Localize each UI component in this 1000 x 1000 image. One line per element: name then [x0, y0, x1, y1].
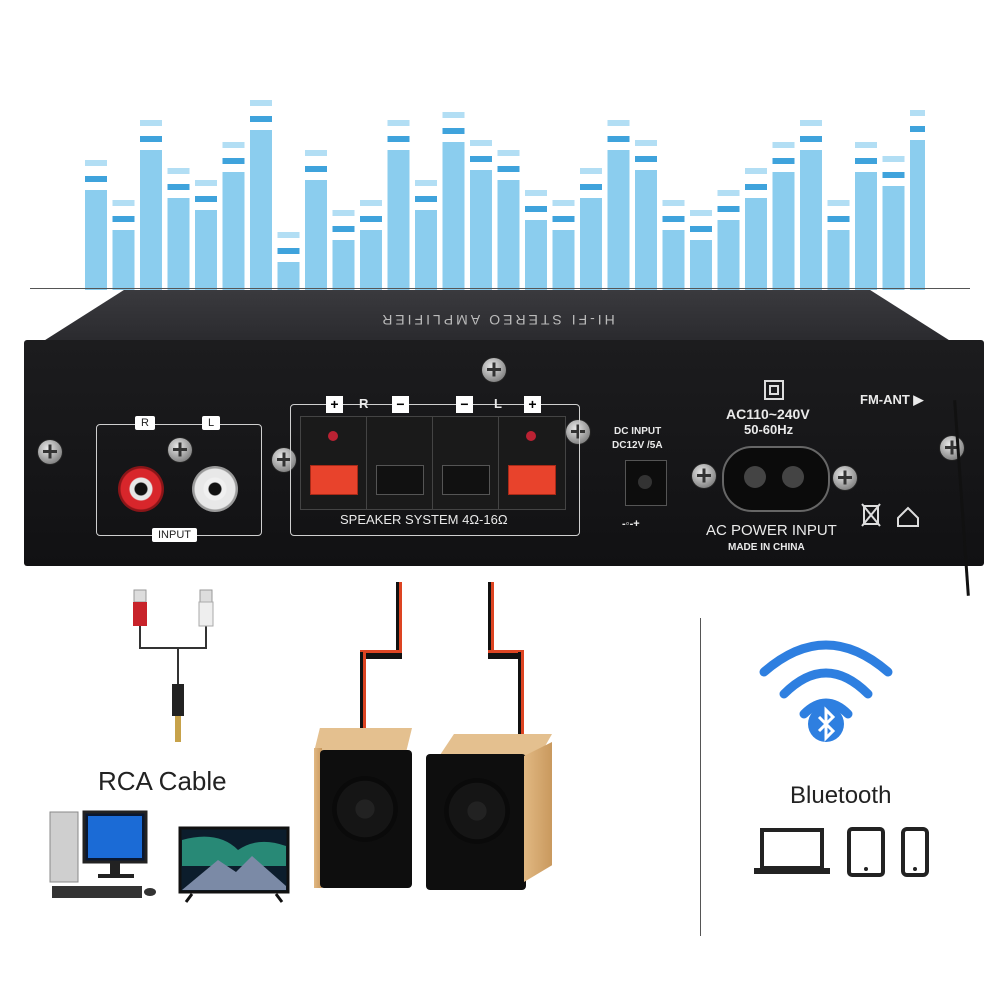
input-l-tag: L — [202, 416, 221, 430]
screw-icon — [272, 448, 296, 472]
screw-icon — [168, 438, 192, 462]
minus-icon: − — [456, 396, 473, 413]
speaker-r-label: R — [359, 396, 369, 411]
minus-icon: − — [392, 396, 409, 413]
rca-cable-label: RCA Cable — [98, 766, 227, 796]
speaker-l-label: L — [494, 396, 502, 411]
amplifier-top-panel: HI-FI STEREO AMPLIFIER — [42, 290, 952, 342]
dc-input-spec: DC12V /5A — [612, 440, 663, 451]
made-in-label: MADE IN CHINA — [728, 542, 805, 553]
screw-icon — [833, 466, 857, 490]
dc-polarity-symbol: -◦-+ — [622, 518, 640, 530]
rca-red-jack[interactable] — [118, 466, 164, 512]
tv-icon — [178, 826, 290, 903]
rca-cable-icon — [133, 589, 214, 742]
recycle-bin-icon — [861, 503, 919, 527]
speaker-wire — [488, 582, 494, 654]
speaker-terminal-l-minus[interactable] — [432, 416, 500, 510]
input-r-tag: R — [135, 416, 155, 430]
screw-icon — [940, 436, 964, 460]
screw-icon — [482, 358, 506, 382]
speaker-wire — [488, 650, 524, 659]
speaker-terminal-r-minus[interactable] — [366, 416, 434, 510]
plus-icon: + — [326, 396, 343, 413]
ac-power-input-label: AC POWER INPUT — [706, 522, 837, 539]
phone-icon — [901, 827, 929, 877]
speaker-wire — [360, 650, 402, 659]
rca-white-jack[interactable] — [192, 466, 238, 512]
ac-voltage-label: AC110~240V — [726, 406, 810, 422]
double-insulation-icon — [764, 380, 784, 400]
amplifier-model-label: HI-FI STEREO AMPLIFIER — [379, 312, 615, 328]
tablet-icon — [847, 827, 885, 877]
speaker-system-label: SPEAKER SYSTEM 4Ω-16Ω — [340, 512, 508, 527]
input-label: INPUT — [152, 528, 197, 542]
equalizer-graphic — [85, 100, 925, 290]
screw-icon — [566, 420, 590, 444]
dc-input-label: DC INPUT — [614, 426, 662, 437]
ac-frequency-label: 50-60Hz — [744, 422, 794, 437]
bluetooth-label: Bluetooth — [790, 782, 892, 809]
ac-power-socket[interactable] — [722, 446, 830, 512]
speaker-wire — [360, 652, 366, 728]
plus-icon: + — [524, 396, 541, 413]
bluetooth-icon — [808, 706, 844, 742]
speaker-wire — [518, 652, 524, 734]
screw-icon — [692, 464, 716, 488]
speaker-wire — [396, 582, 402, 652]
screw-icon — [38, 440, 62, 464]
laptop-icon — [754, 828, 830, 874]
speaker-right-icon — [426, 734, 554, 890]
wifi-waves-icon — [759, 640, 893, 719]
speaker-terminal-r-plus[interactable] — [300, 416, 368, 510]
computer-icon — [49, 810, 156, 898]
speaker-terminal-l-plus[interactable] — [498, 416, 566, 510]
dc-input-jack[interactable] — [625, 460, 667, 506]
divider-line — [30, 288, 970, 289]
divider-line — [700, 618, 701, 936]
speaker-left-icon — [314, 728, 414, 890]
fm-antenna-label: FM-ANT ▶ — [860, 392, 924, 407]
speaker-section-outline — [290, 404, 580, 536]
